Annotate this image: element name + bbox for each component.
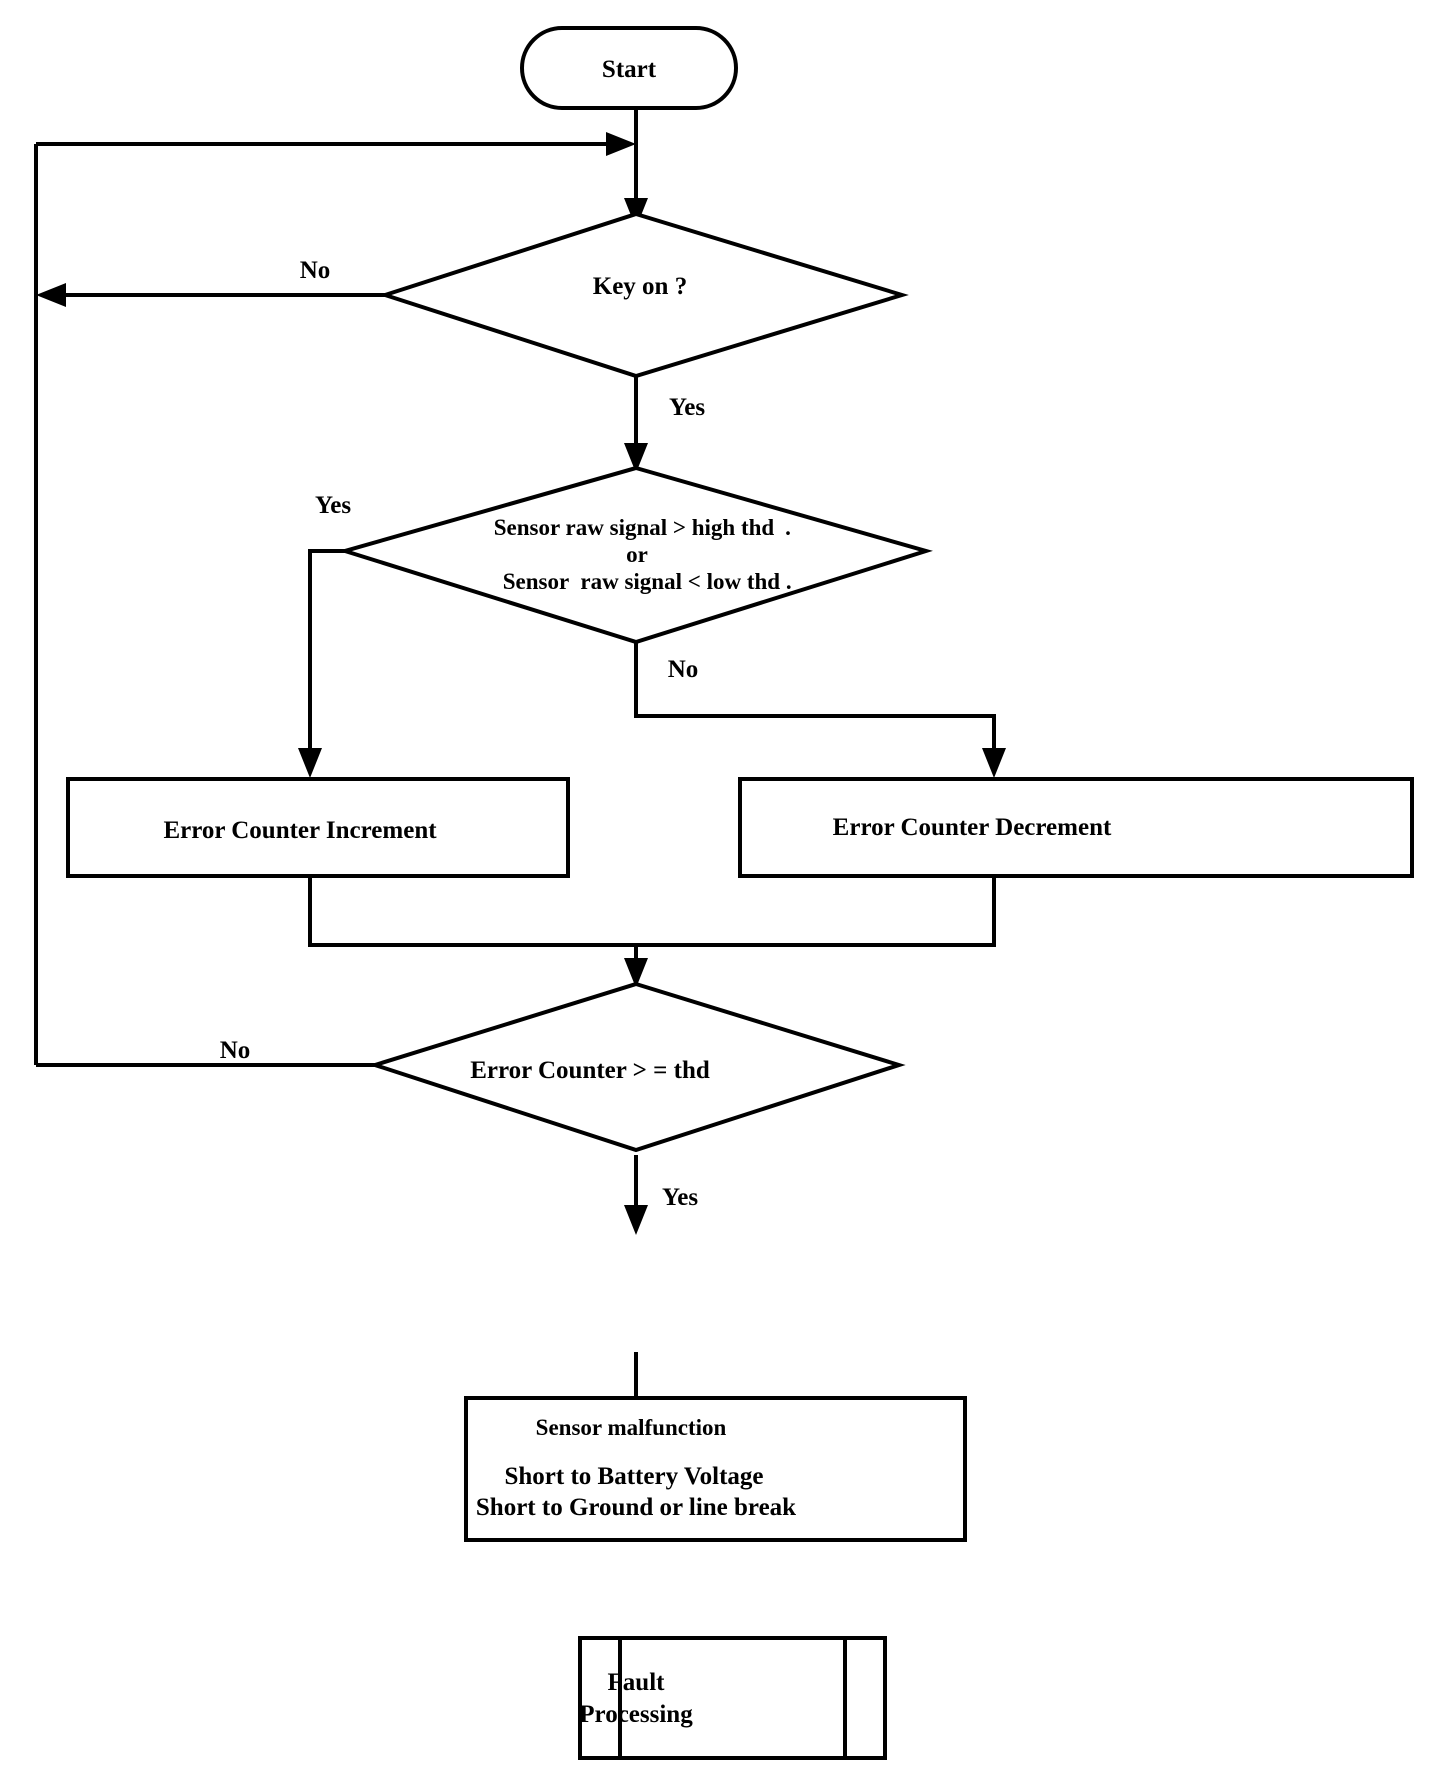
- node-threshold-line3-b: raw signal < low thd .: [580, 569, 791, 594]
- node-threshold-line1: Sensor raw signal > high thd: [494, 515, 775, 540]
- arrowhead-icon: [36, 283, 66, 307]
- node-counter-threshold-label: Error Counter > = thd: [470, 1057, 710, 1084]
- node-fault-processing-line2: Processing: [579, 1701, 693, 1728]
- edge-label-key-on-yes: Yes: [669, 394, 705, 421]
- edge-threshold-yes: [298, 549, 345, 778]
- arrowhead-icon: [298, 748, 322, 778]
- node-threshold-decision[interactable]: Sensor raw signal > high thd . or Sensor…: [338, 465, 933, 645]
- node-decrement-label: Error Counter Decrement: [833, 814, 1112, 841]
- node-counter-threshold-decision[interactable]: Error Counter > = thd: [368, 981, 906, 1153]
- node-threshold-line2: or: [626, 542, 648, 567]
- node-start-label: Start: [602, 56, 657, 83]
- edge-start-to-keyon: [624, 108, 648, 228]
- edge-counter-yes: [624, 1155, 648, 1235]
- node-error-counter-increment[interactable]: Error Counter Increment: [66, 777, 570, 878]
- arrowhead-icon: [624, 443, 648, 473]
- node-threshold-line1-period: .: [785, 515, 791, 540]
- edge-label-counter-yes: Yes: [662, 1184, 698, 1211]
- node-error-counter-decrement[interactable]: Error Counter Decrement: [738, 777, 1414, 878]
- edge-label-threshold-no: No: [668, 656, 699, 683]
- node-fault-processing-line1: Fault: [608, 1669, 666, 1696]
- node-increment-label: Error Counter Increment: [163, 817, 437, 844]
- arrowhead-icon: [982, 748, 1006, 778]
- node-threshold-line3-a: Sensor: [503, 569, 569, 594]
- edge-loop-return-top: [36, 132, 636, 156]
- edge-decrement-to-counter: [636, 876, 996, 947]
- node-fault-processing[interactable]: Fault Processing: [578, 1636, 887, 1760]
- node-malfunction-line1: Sensor malfunction: [536, 1415, 727, 1440]
- node-sensor-malfunction[interactable]: Sensor malfunction Short to Battery Volt…: [464, 1396, 967, 1542]
- node-key-on-label: Key on ?: [593, 273, 687, 300]
- arrowhead-icon: [624, 958, 648, 988]
- arrowhead-icon: [606, 132, 636, 156]
- edge-increment-to-counter: [308, 876, 648, 988]
- node-malfunction-line3: Short to Ground or line break: [476, 1494, 796, 1521]
- node-start[interactable]: Start: [520, 26, 738, 110]
- edge-threshold-no: [634, 638, 1006, 778]
- arrowhead-icon: [624, 1205, 648, 1235]
- edge-keyon-yes: [624, 372, 648, 473]
- node-malfunction-line2: Short to Battery Voltage: [505, 1463, 764, 1490]
- node-key-on-decision[interactable]: Key on ?: [378, 211, 909, 379]
- edge-label-counter-no: No: [220, 1037, 251, 1064]
- edge-keyon-no: [36, 283, 385, 307]
- edge-label-key-on-no: No: [300, 257, 331, 284]
- edge-label-threshold-yes: Yes: [315, 492, 351, 519]
